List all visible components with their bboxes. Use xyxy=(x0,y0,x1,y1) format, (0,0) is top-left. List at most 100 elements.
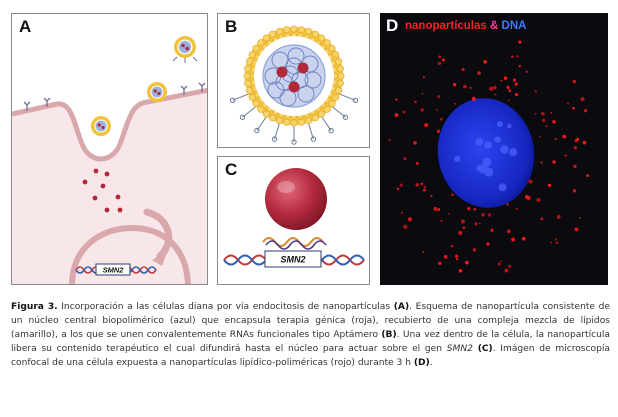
lipid-head xyxy=(290,119,298,127)
lipid-head xyxy=(311,30,319,38)
lipid-head xyxy=(244,79,252,87)
nanoparticle-signal xyxy=(438,55,441,59)
nanoparticle-signal xyxy=(567,102,569,105)
nucleus-spot xyxy=(496,121,503,128)
nanoparticle-signal xyxy=(521,236,526,241)
lipid-head xyxy=(332,93,340,101)
nucleus-spot xyxy=(498,183,507,192)
aptamer-loop xyxy=(254,127,260,134)
nanoparticle-signal xyxy=(461,67,465,72)
nanoparticle-signal xyxy=(463,84,467,89)
title-dna: DNA xyxy=(501,20,527,32)
panel-d-label: D xyxy=(386,16,399,35)
nanoparticle-free-1 xyxy=(172,36,198,63)
lipid-head xyxy=(262,110,270,118)
panel-d-title: nanopartículas & DNA xyxy=(405,20,526,32)
nanoparticle-signal xyxy=(413,141,417,145)
nanoparticle-signal xyxy=(435,109,438,112)
nanoparticle-signal xyxy=(452,82,457,87)
nucleus-spot xyxy=(454,155,461,163)
nanoparticle-signal xyxy=(518,64,521,68)
diffusion-arrow xyxy=(143,208,173,260)
nucleus-spot xyxy=(509,148,518,157)
lipid-head xyxy=(335,57,343,65)
nanoparticle-signal xyxy=(394,113,399,117)
nucleus-spot xyxy=(475,138,484,146)
nanoparticle-signal xyxy=(439,117,443,121)
polymer-loop xyxy=(287,47,305,65)
nanoparticle-free-2 xyxy=(147,82,167,102)
nanoparticle-signal xyxy=(552,120,556,124)
aptamer-loop xyxy=(310,136,317,142)
lipid-head xyxy=(328,44,336,52)
nanoparticle-signal xyxy=(538,135,541,138)
nanoparticle-signal xyxy=(572,106,575,110)
nucleus-spot xyxy=(500,145,509,154)
aptamer-stem xyxy=(331,106,346,118)
caption-ref-c: (C) xyxy=(477,344,493,355)
lipid-head xyxy=(262,34,270,42)
nanoparticle-signal xyxy=(510,55,514,58)
nanoparticle-signal xyxy=(506,85,510,90)
lipid-head xyxy=(283,26,291,34)
nanoparticle-signal xyxy=(477,71,481,75)
figure-caption: Figura 3. Incorporación a las células di… xyxy=(11,300,610,370)
nanoparticle-signal xyxy=(528,179,533,184)
nanoparticle-signal xyxy=(573,164,577,169)
nanoparticle-signal xyxy=(508,89,512,93)
nanoparticle-signal xyxy=(481,212,485,217)
lipid-head xyxy=(336,79,344,87)
lipid-head xyxy=(248,93,256,101)
lipid-head xyxy=(335,87,343,95)
nanoparticle-signal xyxy=(403,224,408,229)
nanoparticle-signal xyxy=(504,268,509,273)
lipid-heads xyxy=(243,25,345,127)
nanoparticle-signal xyxy=(438,261,442,266)
aptamer-stem xyxy=(232,93,249,101)
nanoparticle-signal xyxy=(407,217,413,222)
nanoparticle-signal xyxy=(497,262,501,266)
aptamer-loop xyxy=(328,127,334,134)
nanoparticle-signal xyxy=(540,217,544,221)
nanoparticle-signal xyxy=(489,86,494,91)
nanoparticle-signal xyxy=(534,112,537,115)
nanoparticle-signal xyxy=(525,70,528,73)
nanoparticle-signal xyxy=(436,129,441,134)
nanoparticle-signal xyxy=(526,195,531,201)
aptamer-stem xyxy=(321,116,332,131)
nucleus-envelope xyxy=(69,224,191,284)
nanoparticle-signal xyxy=(564,154,567,157)
lipid-head xyxy=(332,51,340,59)
nanoparticle-signal xyxy=(441,58,446,62)
nanoparticle-signal xyxy=(507,99,510,102)
panel-a-label: A xyxy=(19,17,32,36)
nanoparticle-signal xyxy=(424,123,429,128)
nanoparticle-signal xyxy=(388,138,391,142)
nanoparticle-signal xyxy=(540,161,543,164)
polymer-loop xyxy=(297,85,315,103)
caption-text-2: . Esquema de nanopartícula consistente d… xyxy=(11,302,610,341)
nanoparticle-signal xyxy=(541,112,545,116)
nanoparticle-signal xyxy=(545,125,548,127)
nucleus-spot xyxy=(494,136,501,143)
nanoparticle-signal xyxy=(430,194,433,198)
nanoparticle-signal xyxy=(554,238,557,241)
nanoparticle-signal xyxy=(514,93,519,97)
title-ampersand: & xyxy=(486,20,502,32)
nanoparticle-signal xyxy=(574,139,578,143)
nanoparticle-signal xyxy=(414,100,417,104)
nanoparticle-signal xyxy=(454,254,459,258)
nanoparticle-signal xyxy=(574,227,579,232)
sphere-highlight xyxy=(277,181,295,193)
nanoparticle-signal xyxy=(483,60,487,64)
nucleus-spot xyxy=(486,143,492,149)
nanoparticle-signal xyxy=(460,219,465,224)
nanoparticle-signal xyxy=(555,241,559,245)
nanoparticle-signal xyxy=(478,222,481,225)
aptamer-stem xyxy=(242,106,257,118)
nanoparticle-signal xyxy=(511,237,516,242)
caption-ref-b: (B) xyxy=(381,330,397,341)
nanoparticle-signal xyxy=(395,98,398,101)
nanoparticle-signal xyxy=(403,157,407,161)
aptamer-loop xyxy=(352,97,359,103)
